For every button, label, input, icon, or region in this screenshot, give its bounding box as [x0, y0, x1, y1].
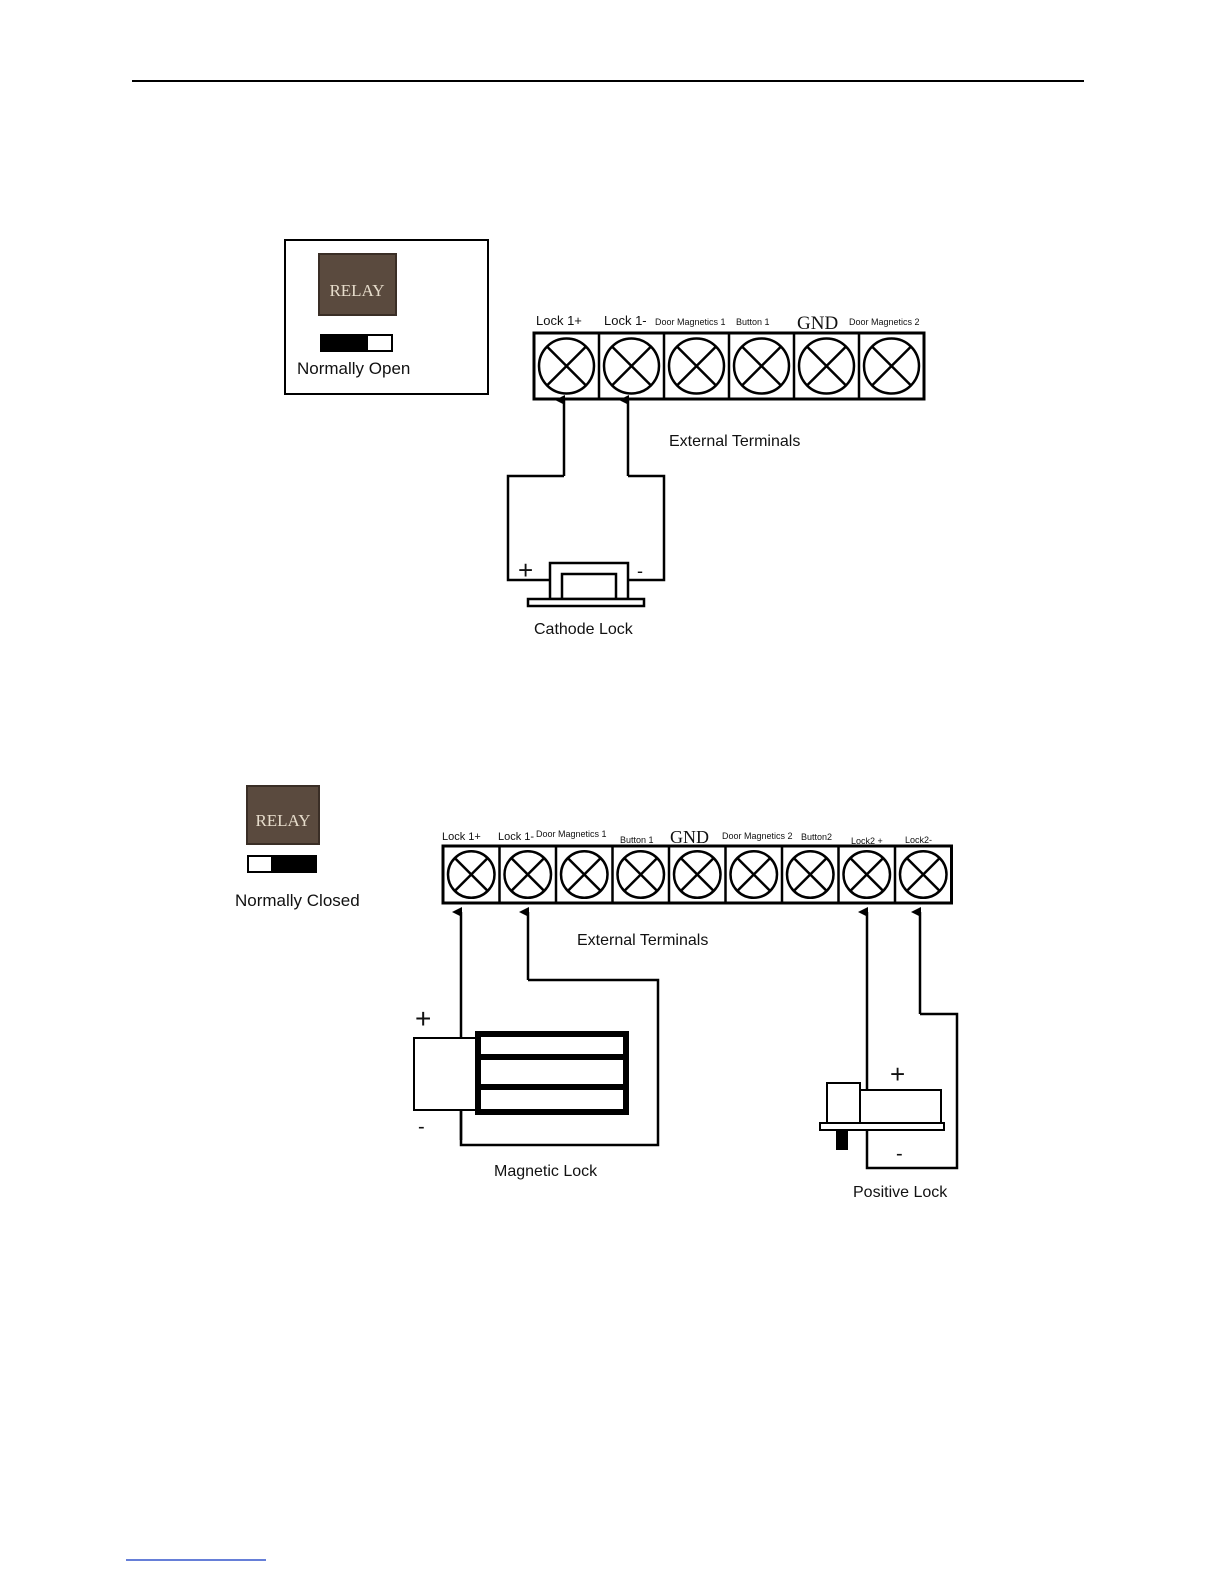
terminal-label: Lock 1- — [498, 831, 534, 843]
positive-lock-icon — [820, 1083, 944, 1150]
terminal-label: Lock2- — [905, 835, 932, 845]
relay-mode-label: Normally Closed — [235, 891, 360, 910]
relay-label: RELAY — [255, 811, 310, 830]
terminal-label: Button2 — [801, 832, 832, 842]
cathode-lock-icon — [528, 563, 644, 606]
lock-minus-sign: - — [896, 1143, 903, 1165]
terminal-label: Lock 1+ — [536, 313, 582, 328]
dip-switch — [248, 856, 316, 872]
lock-plus-sign: + — [890, 1059, 905, 1089]
terminal-label: Lock 1+ — [442, 831, 481, 843]
terminal-label: Button 1 — [620, 835, 654, 845]
figure-normally-open: RELAY Normally Open Lock 1+ Lock 1- Door… — [285, 240, 924, 638]
wire-negative-run — [628, 476, 664, 580]
magnetic-lock-icon — [414, 1034, 626, 1112]
terminal-label: Door Magnetics 2 — [722, 831, 793, 841]
terminal-label: Button 1 — [736, 317, 770, 327]
terminal-label: GND — [670, 827, 709, 847]
lock-minus-sign: - — [418, 1116, 425, 1138]
terminal-block — [534, 333, 924, 399]
lock-name: Positive Lock — [853, 1184, 948, 1201]
lock-plus-sign: + — [518, 555, 533, 585]
terminal-label: Door Magnetics 1 — [536, 829, 607, 839]
terminal-labels: Lock 1+ Lock 1- Door Magnetics 1 Button … — [536, 313, 920, 334]
terminals-caption: External Terminals — [669, 433, 800, 450]
relay-mode-label: Normally Open — [297, 359, 410, 378]
terminal-label: Door Magnetics 1 — [655, 317, 726, 327]
terminal-label: Lock2 + — [851, 836, 883, 846]
relay-label: RELAY — [329, 281, 384, 300]
lock-name: Cathode Lock — [534, 621, 634, 638]
terminal-label: GND — [797, 313, 838, 334]
dip-switch — [321, 335, 392, 351]
terminal-labels: Lock 1+ Lock 1- Door Magnetics 1 Button … — [442, 827, 932, 847]
lock-minus-sign: - — [637, 561, 643, 581]
terminal-label: Lock 1- — [604, 313, 647, 328]
terminal-block — [443, 846, 952, 903]
figure-normally-closed: RELAY Normally Closed Lock 1+ Lock 1- Do… — [235, 786, 957, 1201]
terminal-label: Door Magnetics 2 — [849, 317, 920, 327]
terminals-caption: External Terminals — [577, 932, 708, 949]
lock-plus-sign: + — [415, 1003, 431, 1034]
lock-name: Magnetic Lock — [494, 1163, 598, 1180]
